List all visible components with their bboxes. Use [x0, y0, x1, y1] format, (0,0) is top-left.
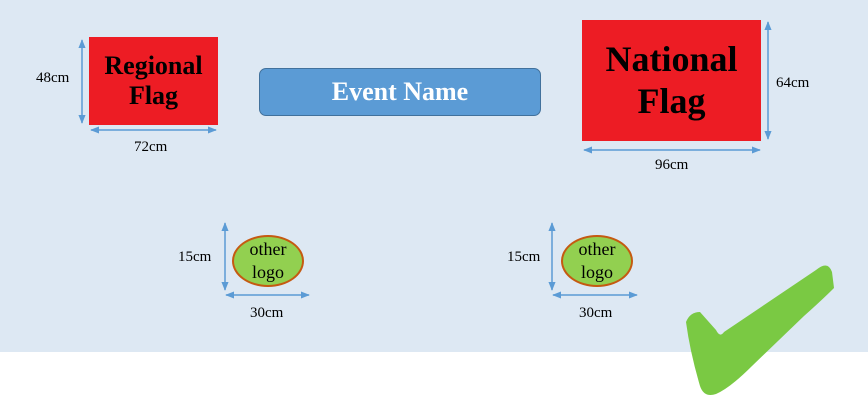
regional-flag-line2: Flag: [128, 81, 179, 110]
national-flag-width-label: 96cm: [655, 157, 689, 173]
regional-flag-width-label: 72cm: [134, 139, 168, 155]
logo-left-line1: other: [249, 238, 287, 259]
other-logo-left: other logo: [232, 235, 304, 287]
checkmark-icon: [686, 265, 834, 395]
national-flag-line1: National: [605, 39, 738, 80]
other-logo-right: other logo: [561, 235, 633, 287]
national-flag: National Flag: [582, 20, 761, 141]
logo-right-width-label: 30cm: [579, 305, 613, 321]
regional-flag: Regional Flag: [89, 37, 218, 125]
event-name-button[interactable]: Event Name: [259, 68, 541, 116]
national-flag-line2: Flag: [637, 80, 706, 121]
logo-right-line2: logo: [580, 262, 613, 282]
logo-left-line2: logo: [251, 262, 284, 282]
logo-left-width-label: 30cm: [250, 305, 284, 321]
national-flag-height-label: 64cm: [776, 75, 810, 91]
logo-left-height-label: 15cm: [178, 249, 212, 265]
logo-right-line1: other: [578, 238, 616, 259]
event-name-label: Event Name: [331, 77, 469, 106]
regional-flag-height-label: 48cm: [36, 70, 70, 86]
regional-flag-line1: Regional: [104, 51, 203, 81]
logo-right-height-label: 15cm: [507, 249, 541, 265]
